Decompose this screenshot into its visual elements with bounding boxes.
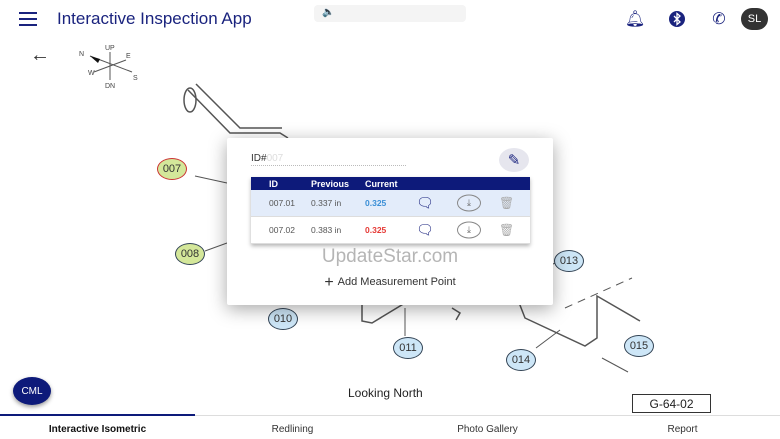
id-value[interactable]: 007 (266, 153, 284, 164)
tab-interactive-isometric[interactable]: Interactive Isometric (0, 414, 195, 439)
compass-w: W (88, 70, 95, 77)
tab-photo-gallery[interactable]: Photo Gallery (457, 424, 518, 435)
bluetooth-icon[interactable] (666, 8, 688, 30)
plus-icon: + (324, 274, 334, 291)
bell-icon[interactable]: 🔔︎ (624, 11, 646, 28)
node-014[interactable]: 014 (506, 349, 536, 371)
trash-icon[interactable]: 🗑︎ (499, 196, 515, 210)
compass-s: S (133, 75, 138, 82)
volume-indicator: 🔈 (314, 5, 466, 22)
menu-icon[interactable] (19, 12, 37, 26)
comment-icon[interactable]: 🗨︎ (416, 194, 434, 211)
compass-up: UP (105, 45, 115, 52)
node-013[interactable]: 013 (554, 250, 584, 272)
bottom-tabs: Interactive Isometric Redlining Photo Ga… (0, 414, 780, 439)
download-icon[interactable]: ⤓ (457, 194, 481, 212)
compass-n: N (79, 51, 84, 58)
node-008[interactable]: 008 (175, 243, 205, 265)
node-007[interactable]: 007 (157, 158, 187, 180)
avatar[interactable]: SL (741, 8, 768, 30)
col-id: ID (269, 178, 278, 189)
col-previous: Previous (311, 178, 350, 189)
measurement-table: ID Previous Current 007.01 0.337 in 0.32… (251, 177, 530, 244)
table-row[interactable]: 007.01 0.337 in 0.325 🗨︎ ⤓ 🗑︎ (251, 190, 530, 217)
comment-icon[interactable]: 🗨︎ (416, 221, 434, 238)
isometric-drawing[interactable] (0, 38, 780, 408)
row-current: 0.325 (365, 198, 387, 208)
sheet-id: G-64-02 (632, 394, 711, 413)
node-010[interactable]: 010 (268, 308, 298, 330)
node-011[interactable]: 011 (393, 337, 423, 359)
tab-redlining[interactable]: Redlining (271, 424, 314, 435)
col-current: Current (365, 178, 398, 189)
table-header: ID Previous Current (251, 177, 530, 190)
download-icon[interactable]: ⤓ (457, 221, 481, 239)
watermark: UpdateStar.com (321, 246, 459, 267)
compass-icon: UP DN N E S W (79, 45, 138, 90)
trash-icon[interactable]: 🗑︎ (499, 223, 515, 237)
cml-button[interactable]: CML (13, 377, 51, 405)
add-measurement-point-button[interactable]: +Add Measurement Point (227, 274, 553, 292)
tab-report[interactable]: Report (667, 424, 698, 435)
table-row[interactable]: 007.02 0.383 in 0.325 🗨︎ ⤓ 🗑︎ (251, 217, 530, 244)
add-label: Add Measurement Point (337, 276, 456, 288)
row-id: 007.01 (269, 198, 295, 208)
back-arrow-icon[interactable]: ← (30, 44, 50, 66)
row-id: 007.02 (269, 225, 295, 235)
app-title: Interactive Inspection App (57, 9, 252, 28)
id-underline (251, 165, 406, 166)
compass-dn: DN (105, 83, 115, 90)
row-previous: 0.337 in (311, 198, 342, 208)
id-label: ID# (251, 153, 267, 164)
view-label: Looking North (348, 386, 423, 400)
phone-icon[interactable]: ✆ (712, 11, 726, 28)
app-header: Interactive Inspection App 🔈 🔔︎ ✆ SL (0, 0, 780, 38)
edit-pencil-button[interactable]: ✎ (499, 148, 529, 172)
node-015[interactable]: 015 (624, 335, 654, 357)
row-previous: 0.383 in (311, 225, 342, 235)
measurement-dialog: ID#007 ✎ ID Previous Current 007.01 0.33… (227, 138, 553, 305)
compass-e: E (126, 53, 131, 60)
pencil-icon: ✎ (507, 152, 521, 169)
row-current: 0.325 (365, 225, 387, 235)
